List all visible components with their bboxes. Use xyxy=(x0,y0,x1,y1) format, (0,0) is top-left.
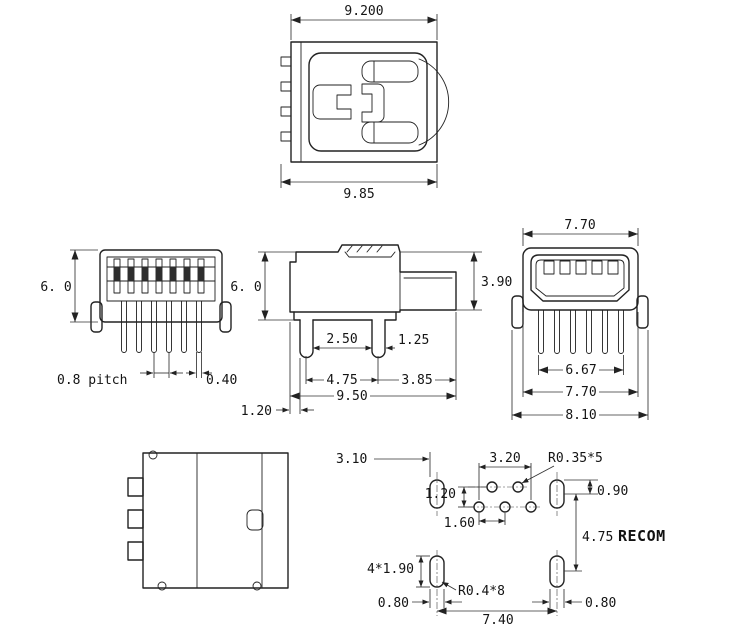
pin xyxy=(570,309,576,354)
pcb-dimensions: 3.10 3.20 R0.35*5 1.20 0.90 1.60 4.75 xyxy=(336,451,628,628)
lock-tab xyxy=(246,509,264,531)
front-pins xyxy=(121,300,202,353)
dim-width-top: 9.200 xyxy=(344,4,383,19)
face-view: 7.70 6.67 7.70 8.10 xyxy=(511,218,649,423)
dim-pin-width: 0.40 xyxy=(206,373,237,388)
face-contacts xyxy=(543,260,619,275)
pin-end xyxy=(148,450,158,460)
pin xyxy=(121,300,127,353)
dim-hole-span: 3.20 xyxy=(489,451,520,466)
pin xyxy=(602,309,608,354)
dim-leg-width: 1.25 xyxy=(398,333,429,348)
pin xyxy=(554,309,560,354)
receptacle-opening xyxy=(530,254,630,302)
bottom-side-view xyxy=(127,450,289,591)
pin xyxy=(166,300,172,353)
top-view-dimensions: 9.200 9.85 xyxy=(280,4,438,202)
top-view: 9.200 9.85 xyxy=(280,4,450,202)
dim-pin-span: 6.67 xyxy=(565,363,596,378)
dim-pad-offset: 0.90 xyxy=(597,484,628,499)
pin xyxy=(618,309,624,354)
side-teeth xyxy=(127,477,144,561)
left-flange xyxy=(511,295,524,329)
watermark-text: RECOM xyxy=(618,527,666,545)
shell-arc xyxy=(418,58,450,146)
pin xyxy=(151,300,157,353)
side-view-dimensions: 6. 0 3.90 2.50 1.25 4.75 3.85 9.50 xyxy=(230,251,512,419)
shell-contour xyxy=(308,52,428,152)
front-contacts xyxy=(113,258,205,294)
pin xyxy=(196,300,202,353)
dim-shell-width: 7.70 xyxy=(564,218,595,233)
solder-leg xyxy=(371,319,386,359)
pcb-footprint: 3.10 3.20 R0.35*5 1.20 0.90 1.60 4.75 xyxy=(336,451,666,628)
dim-tab-height: 3.90 xyxy=(481,275,512,290)
dim-pad-width-right: 0.80 xyxy=(585,596,616,611)
dim-hole-pitch: 1.60 xyxy=(444,516,475,531)
face-view-dimensions: 7.70 6.67 7.70 8.10 xyxy=(511,218,649,423)
front-view-dimensions: 6. 0 0.8 pitch 0.40 xyxy=(40,249,237,388)
bottom-body xyxy=(142,452,289,589)
bottom-slot xyxy=(361,121,419,144)
mounting-tabs xyxy=(280,56,292,142)
top-view-outline xyxy=(290,41,438,163)
dim-flange-width: 8.10 xyxy=(565,408,596,423)
pin xyxy=(538,309,544,354)
pin-end xyxy=(252,581,262,591)
pin-holes xyxy=(473,481,537,513)
pin xyxy=(136,300,142,353)
dim-pad-radius: R0.4*8 xyxy=(458,584,505,599)
face-body xyxy=(522,247,639,311)
dim-span-a: 4.75 xyxy=(326,373,357,388)
contact-fork xyxy=(361,83,385,123)
latch-detail xyxy=(344,251,396,258)
dim-width-bottom: 9.85 xyxy=(343,187,374,202)
dim-row-gap: 4.75 xyxy=(582,530,613,545)
dim-pin-pitch: 0.8 pitch xyxy=(57,373,127,388)
side-view: 6. 0 3.90 2.50 1.25 4.75 3.85 9.50 xyxy=(230,244,512,419)
dim-span-b: 3.85 xyxy=(401,373,432,388)
dim-leg-gap: 2.50 xyxy=(326,332,357,347)
dim-edge-offset: 1.20 xyxy=(241,404,272,419)
dim-edge: 3.10 xyxy=(336,452,367,467)
dim-front-height: 6. 0 xyxy=(40,280,71,295)
pin-end xyxy=(157,581,167,591)
dim-pad-span: 7.40 xyxy=(482,613,513,628)
dim-side-height: 6. 0 xyxy=(230,280,261,295)
right-foot xyxy=(219,301,232,333)
pin xyxy=(181,300,187,353)
receptacle-opening-inner xyxy=(535,259,625,297)
dim-total-length: 9.50 xyxy=(336,389,367,404)
face-pins xyxy=(538,309,624,354)
side-body xyxy=(289,244,457,313)
solder-leg xyxy=(299,319,314,359)
dim-hole-radius: R0.35*5 xyxy=(548,451,603,466)
right-flange xyxy=(636,295,649,329)
left-foot xyxy=(90,301,103,333)
pin xyxy=(586,309,592,354)
center-tongue xyxy=(312,84,352,120)
latch-hatch xyxy=(346,245,383,253)
bottom-strip xyxy=(293,311,397,321)
dim-body-width: 7.70 xyxy=(565,385,596,400)
dim-pad-size: 4*1.90 xyxy=(367,562,414,577)
dim-pad-width-left: 0.80 xyxy=(378,596,409,611)
top-slot xyxy=(361,60,419,83)
front-view: 6. 0 0.8 pitch 0.40 xyxy=(40,249,237,388)
front-inner xyxy=(106,256,216,302)
dim-row-offset: 1.20 xyxy=(425,487,456,502)
front-body xyxy=(99,249,223,323)
